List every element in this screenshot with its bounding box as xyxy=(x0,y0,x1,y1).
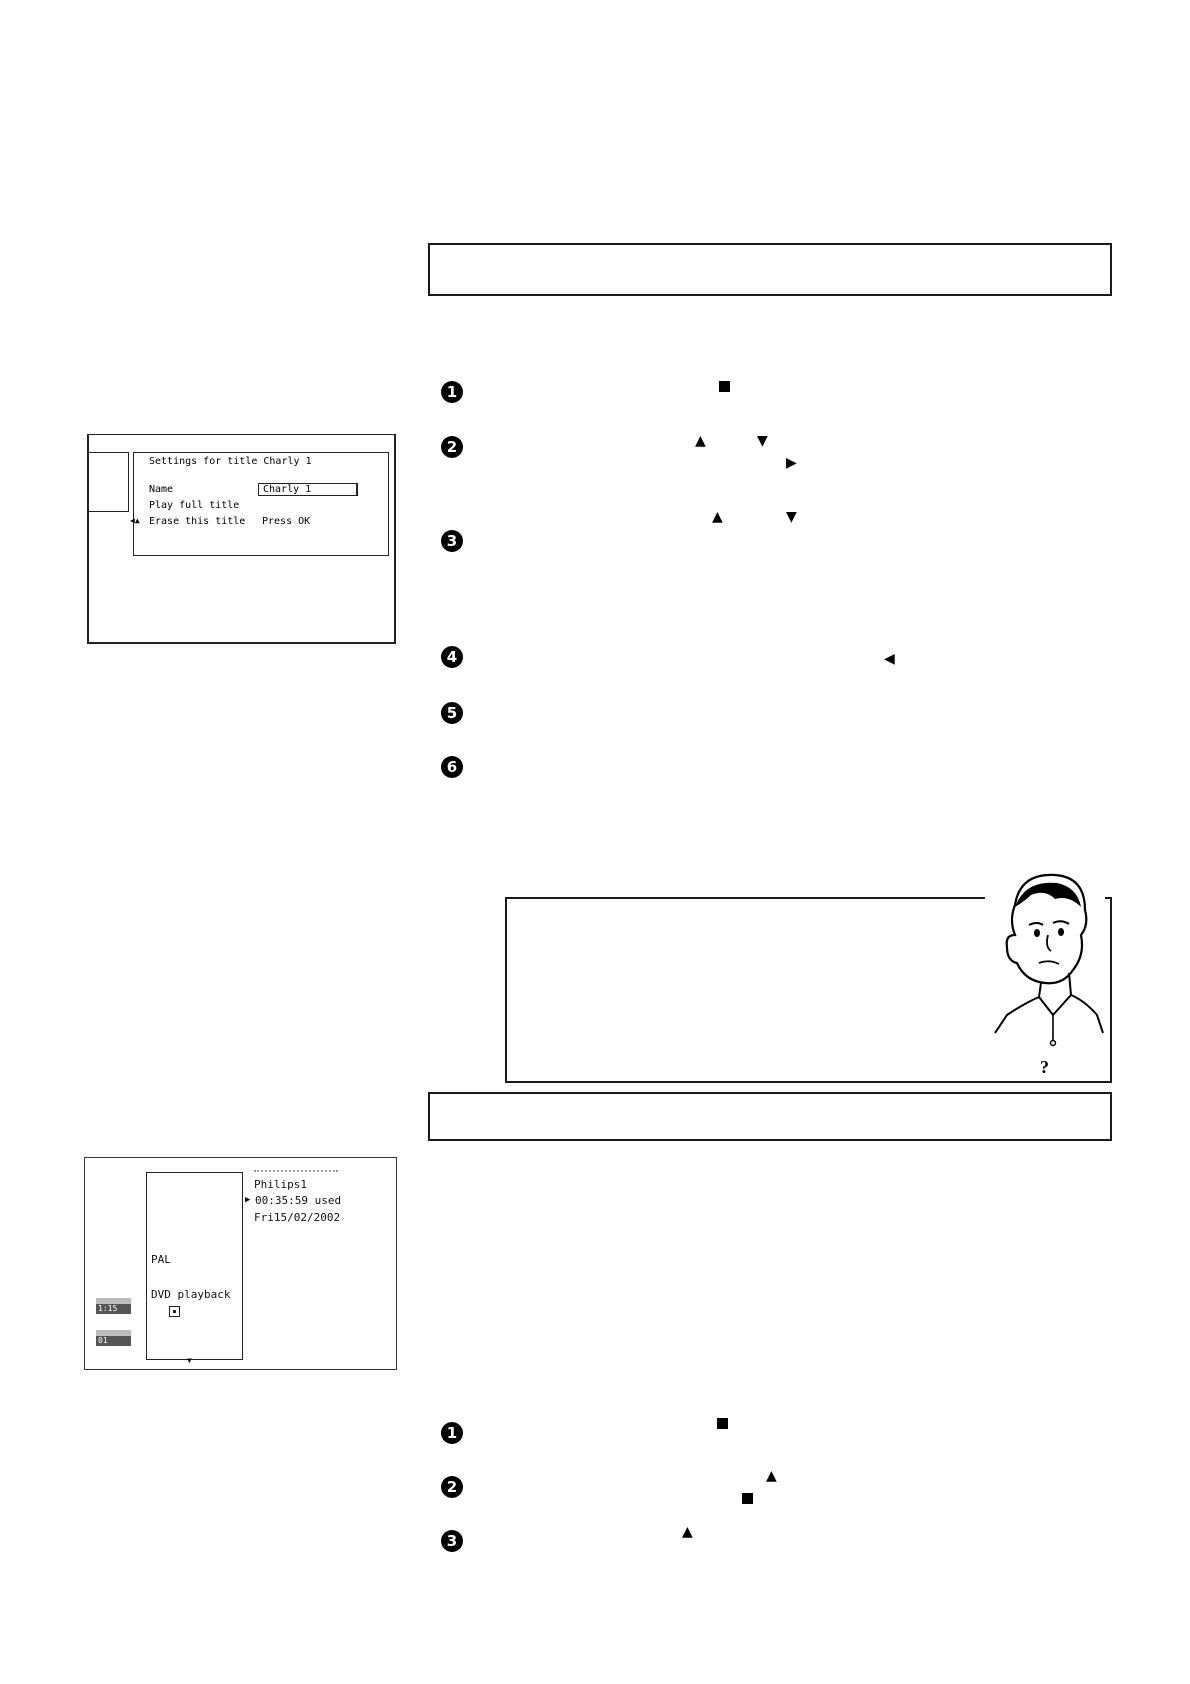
down-arrow-icon: ▼ xyxy=(786,509,797,525)
disc-info-screen: PAL DVD playback Philips1 ▶ 00:35:59 use… xyxy=(84,1157,397,1370)
tip-box xyxy=(505,897,1112,1083)
title-settings-screen: Settings for title Charly 1 Name Charly … xyxy=(87,434,396,644)
name-field: Charly 1 xyxy=(258,483,358,496)
step-number: 3 xyxy=(441,1530,463,1552)
scroll-down-icon: ▼ xyxy=(187,1356,192,1365)
up-arrow-icon: ▲ xyxy=(712,509,723,525)
section-heading-box-1 xyxy=(428,243,1112,296)
up-arrow-icon: ▲ xyxy=(682,1524,693,1540)
section-heading-box-2 xyxy=(428,1092,1112,1141)
menu-item-play-full-title: Play full title xyxy=(149,500,240,511)
step-number: 2 xyxy=(441,436,463,458)
down-arrow-icon: ▼ xyxy=(757,433,768,449)
step-number: 6 xyxy=(441,756,463,778)
menu-item-erase-title: Erase this title xyxy=(149,516,246,527)
used-time: 00:35:59 used xyxy=(255,1194,342,1207)
step-number: 1 xyxy=(441,1422,463,1444)
selection-pointer-icon: ▶ xyxy=(245,1195,251,1205)
settings-heading: Settings for title Charly 1 xyxy=(149,456,312,467)
step-number: 1 xyxy=(441,381,463,403)
left-arrow-icon: ◀ xyxy=(884,651,895,667)
menu-item-name: Name xyxy=(149,484,174,495)
mode-label: DVD playback xyxy=(151,1288,231,1301)
selection-arrows-icon: ◀▲ xyxy=(130,516,140,525)
step-number: 3 xyxy=(441,530,463,552)
disc-badge-bottom: 01 xyxy=(96,1330,131,1346)
stop-icon xyxy=(719,381,730,392)
screen-side-panel xyxy=(89,452,129,512)
help-question-mark: ? xyxy=(1040,1057,1049,1077)
up-arrow-icon: ▲ xyxy=(695,433,706,449)
disc-badge-top: 1:15 xyxy=(96,1298,131,1314)
step-number: 5 xyxy=(441,702,463,724)
disc-info-panel: PAL DVD playback xyxy=(146,1172,243,1360)
erase-value: Press OK xyxy=(262,516,311,527)
tv-system-label: PAL xyxy=(151,1253,171,1266)
up-arrow-icon: ▲ xyxy=(766,1468,777,1484)
disc-name: Philips1 xyxy=(254,1178,307,1191)
stop-icon xyxy=(742,1493,753,1504)
right-arrow-icon: ▶ xyxy=(786,455,797,471)
settings-panel: Settings for title Charly 1 Name Charly … xyxy=(130,452,389,556)
disc-name-underline xyxy=(254,1170,338,1172)
stop-icon xyxy=(717,1418,728,1429)
disc-date: Fri15/02/2002 xyxy=(254,1211,341,1224)
help-character-icon xyxy=(985,873,1105,1047)
step-number: 2 xyxy=(441,1476,463,1498)
stop-icon xyxy=(169,1306,180,1317)
step-number: 4 xyxy=(441,646,463,668)
